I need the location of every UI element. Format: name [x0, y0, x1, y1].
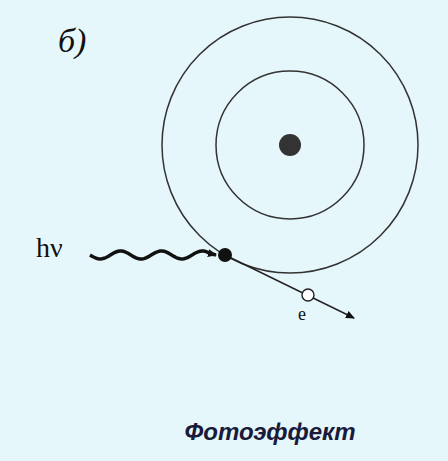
photon-wave	[90, 251, 216, 259]
caption: Фотоэффект	[184, 420, 355, 444]
free-electron	[302, 289, 314, 301]
bound-electron	[218, 248, 232, 262]
electron-path	[225, 255, 354, 318]
inner-orbit	[216, 71, 364, 219]
nucleus	[279, 134, 301, 156]
photon-label: hν	[36, 234, 63, 262]
panel-letter: б)	[58, 24, 86, 58]
outer-orbit	[162, 17, 418, 273]
electron-label: e	[298, 305, 306, 323]
